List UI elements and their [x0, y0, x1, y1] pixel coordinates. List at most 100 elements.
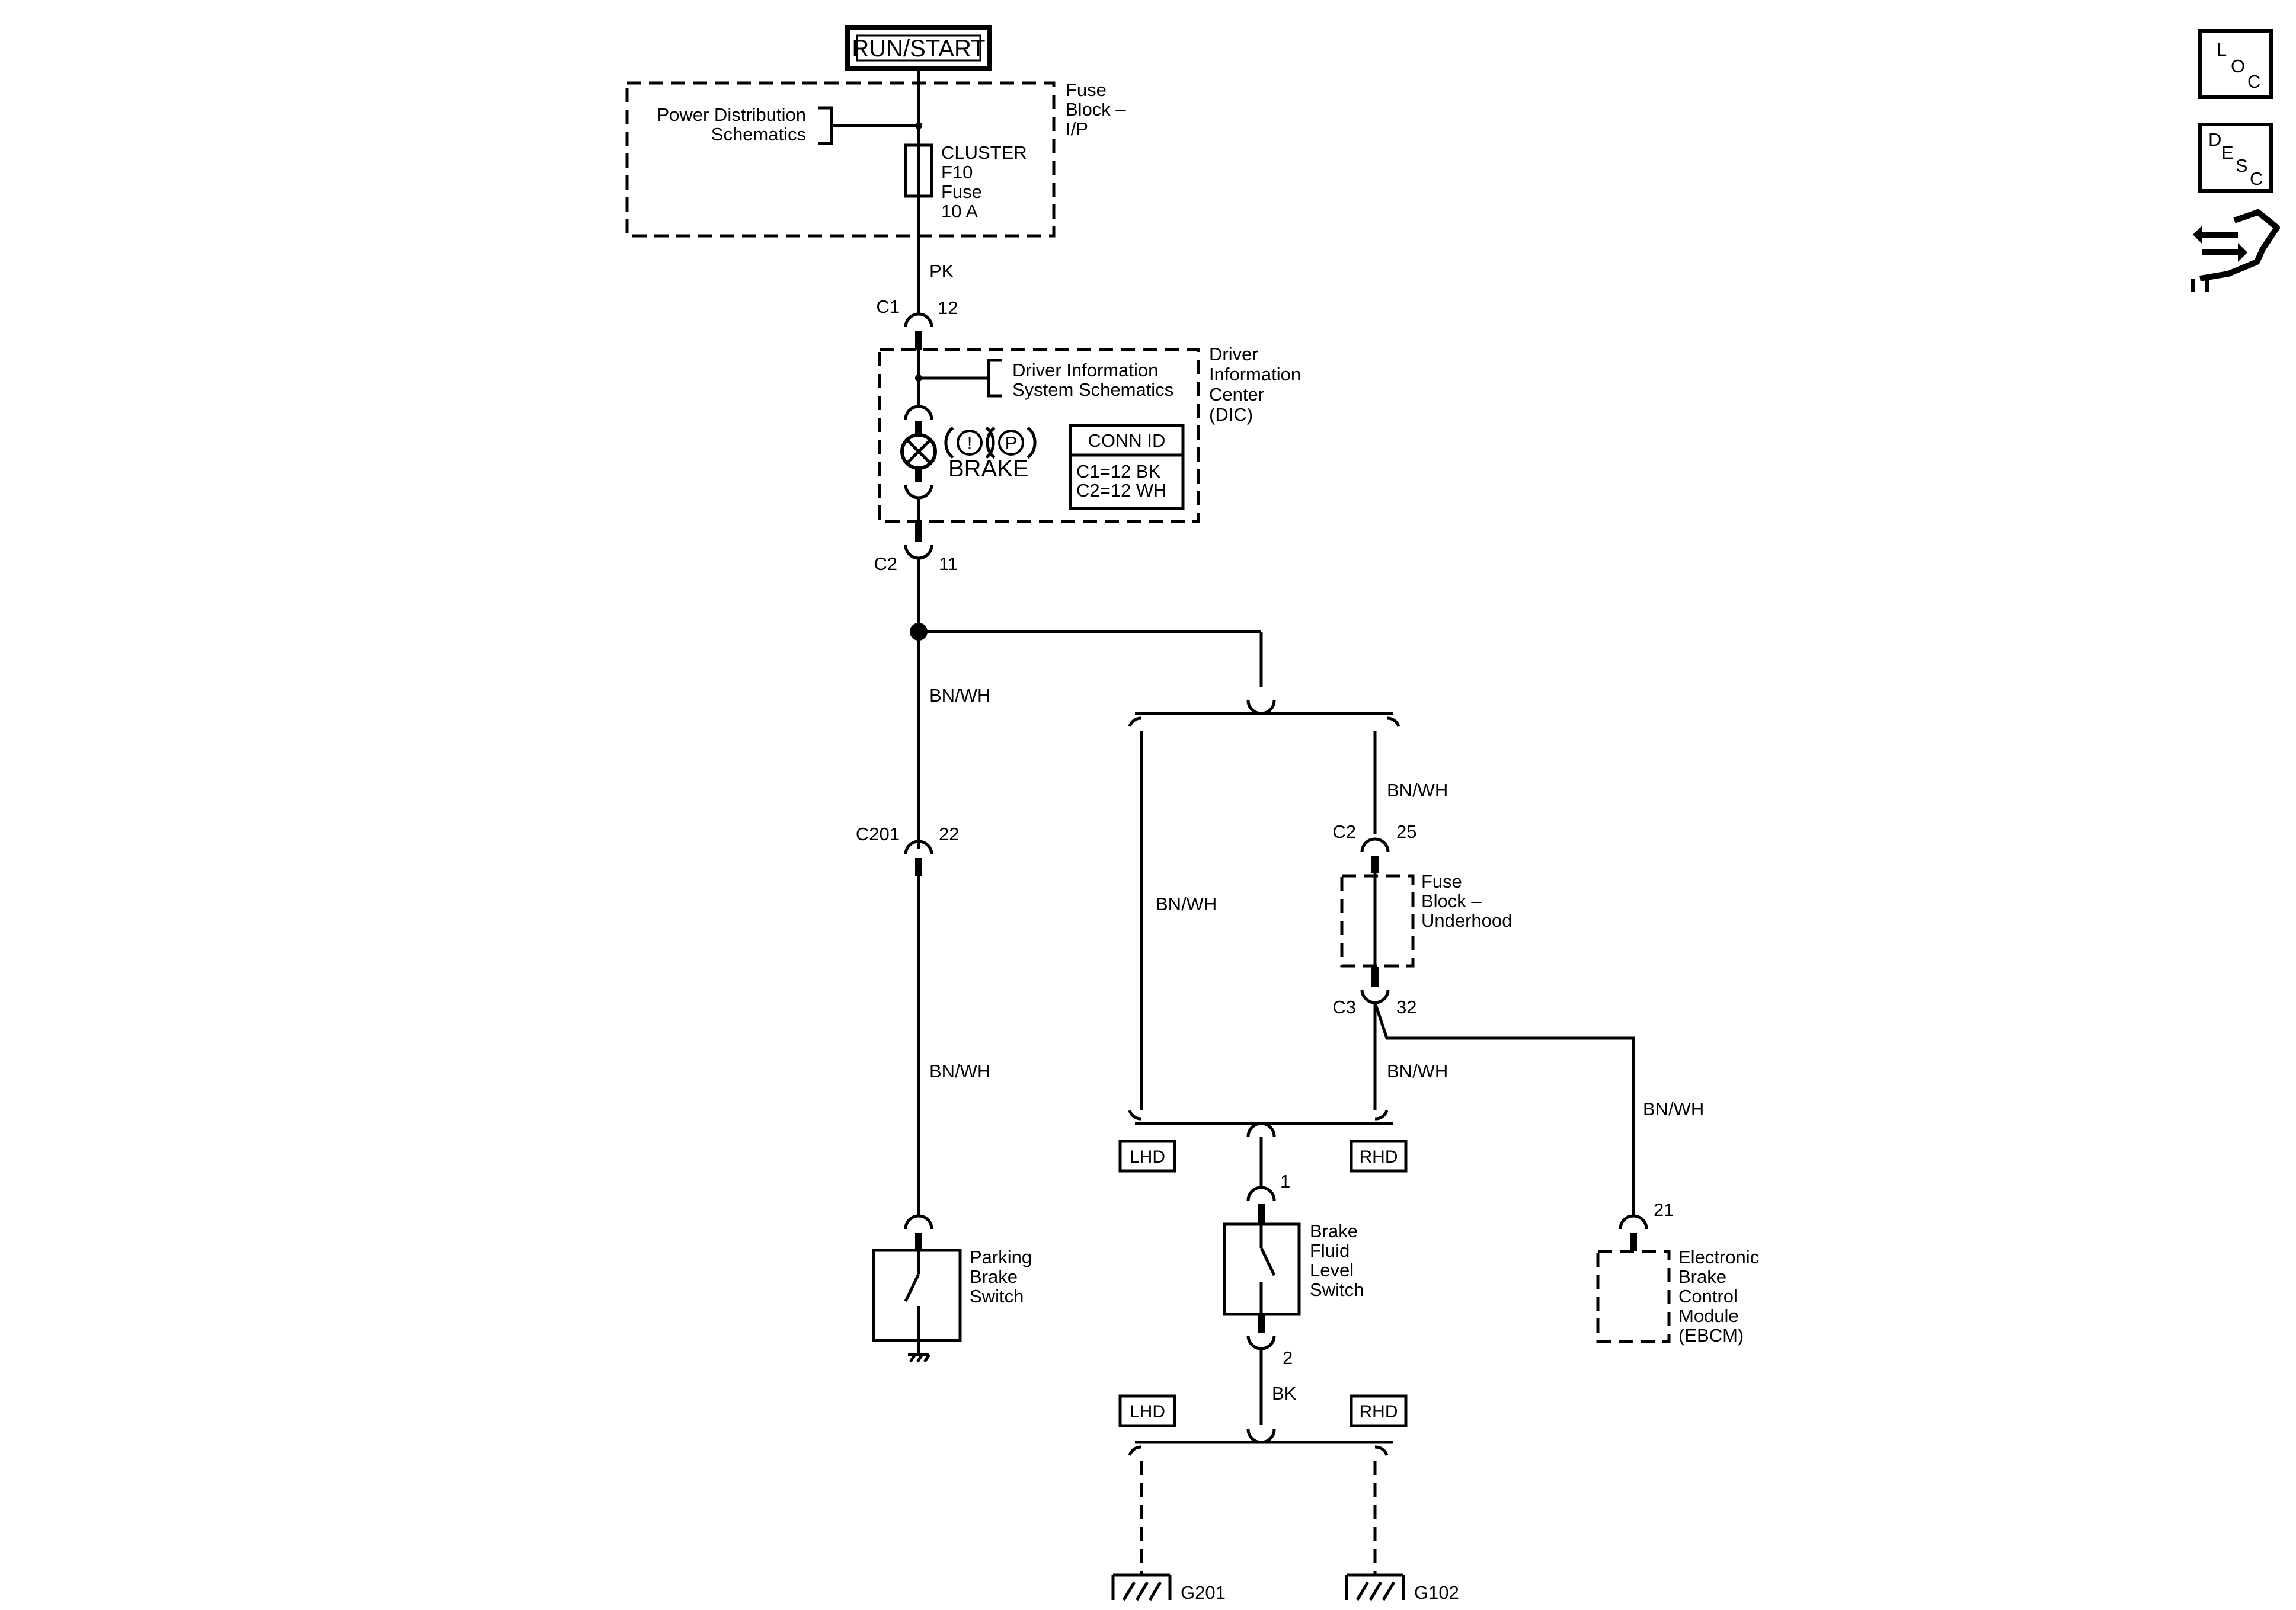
option-rhd-badge-lower — [1350, 1394, 1408, 1427]
option-split-top — [1246, 700, 1276, 715]
ebcm-label-line-2: Brake — [1678, 1266, 1726, 1287]
parking-brake-icon: P — [986, 426, 1037, 459]
dic-label-line-3: Center — [1209, 384, 1264, 405]
connector-c2-fuse-name: C2 — [1332, 821, 1356, 842]
connector-c3-name: C3 — [1332, 997, 1356, 1017]
option-split-lower — [1246, 1429, 1276, 1444]
wire-lhd-branch-label: BN/WH — [1156, 894, 1217, 914]
parking-brake-label-line-1: Parking — [970, 1247, 1032, 1267]
option-rhd-badge-upper — [1350, 1140, 1408, 1173]
ground-rhd-hook — [1374, 1445, 1389, 1456]
option-rhd-label-lower: RHD — [1360, 1402, 1398, 1422]
dic-label-line-4: (DIC) — [1209, 404, 1253, 425]
wire-pk-label: PK — [929, 261, 954, 281]
connector-c201-pin-label: 22 — [939, 824, 959, 844]
lamp-cross-2 — [907, 440, 930, 463]
conn-id-line-1: C1=12 BK — [1076, 461, 1161, 482]
wire-rhd-lower-label: BN/WH — [1387, 1061, 1448, 1081]
run-start-box[interactable]: RUN/START — [845, 25, 992, 71]
dic-ref-line-2[interactable]: System Schematics — [1012, 379, 1173, 400]
option-rhd-hook — [1386, 716, 1400, 727]
run-start-label: RUN/START — [852, 36, 985, 62]
fluid-switch-bottom-terminal — [1246, 1335, 1276, 1350]
ground-g102-label: G102 — [1414, 1582, 1459, 1603]
connector-c2-dic-pin: 11 — [939, 553, 958, 574]
power-distribution-ref-line-1[interactable]: Power Distribution — [657, 104, 806, 125]
ebcm-terminal — [1619, 1214, 1648, 1230]
connector-c201 — [904, 840, 933, 855]
wire-ground-label: BK — [1272, 1383, 1297, 1404]
option-lhd-badge-upper — [1118, 1140, 1176, 1173]
ebcm-label-line-5: (EBCM) — [1678, 1325, 1744, 1346]
option-lhd-label-lower: LHD — [1130, 1402, 1165, 1422]
lamp-top-terminal — [904, 405, 933, 420]
option-lhd-badge-lower — [1118, 1394, 1176, 1427]
fluid-switch-label-line-1: Brake — [1310, 1221, 1358, 1241]
connector-c2-fuse — [1360, 837, 1390, 853]
merge-rhd-hook — [1374, 1110, 1389, 1121]
fluid-switch-pin-1: 1 — [1280, 1171, 1290, 1192]
ground-g102-icon — [1345, 1573, 1405, 1601]
dic-label-line-2: Information — [1209, 364, 1301, 385]
dic-outline — [878, 348, 1200, 523]
case-ground-hatch-1 — [909, 1353, 917, 1363]
fuse-underhood-line-3: Underhood — [1421, 910, 1512, 931]
fuse-underhood-line-1: Fuse — [1421, 871, 1462, 892]
ground-g201-label: G201 — [1181, 1582, 1226, 1603]
ebcm-outline[interactable] — [1596, 1250, 1671, 1343]
parking-brake-label-line-3: Switch — [970, 1286, 1024, 1307]
parking-brake-terminal — [904, 1214, 933, 1230]
wire-rhd-upper-label: BN/WH — [1387, 780, 1448, 801]
fuse-label-line-2: F10 — [941, 162, 973, 183]
option-merge-joint — [1246, 1122, 1276, 1137]
connector-c201-name: C201 — [856, 824, 900, 844]
desc-letter-s: S — [2236, 155, 2248, 176]
desc-icon[interactable]: D E S C — [2198, 123, 2273, 193]
loc-icon[interactable]: L O C — [2198, 29, 2273, 99]
conn-id-title: CONN ID — [1088, 430, 1166, 451]
fuse-label-line-4: 10 A — [941, 201, 978, 222]
connector-c3 — [1360, 989, 1390, 1004]
ground-lhd-hook — [1128, 1445, 1142, 1456]
ebcm-label-line-4: Module — [1678, 1305, 1739, 1326]
fuse-label-line-3: Fuse — [941, 181, 982, 202]
brake-lamp-label: BRAKE — [948, 456, 1029, 482]
option-lhd-hook — [1128, 716, 1142, 727]
loc-letter-l: L — [2217, 39, 2227, 60]
fuse-label-line-1: CLUSTER — [941, 142, 1027, 163]
fluid-switch-blade — [1259, 1247, 1276, 1276]
loc-letter-c: C — [2247, 71, 2260, 92]
conn-id-line-2: C2=12 WH — [1076, 480, 1166, 501]
fuse-underhood-line-2: Block – — [1421, 891, 1482, 911]
loc-letter-o: O — [2231, 56, 2245, 76]
lamp-bottom-terminal — [904, 484, 933, 500]
ebcm-label-line-1: Electronic — [1678, 1247, 1759, 1267]
dic-ref-bracket — [987, 359, 1002, 398]
fuse-block-ip-outline — [625, 81, 1056, 238]
fuse-block-underhood-outline — [1340, 874, 1415, 968]
option-lhd-label-upper: LHD — [1130, 1147, 1165, 1167]
wrench-arrows-icon[interactable] — [2191, 209, 2280, 292]
merge-lhd-hook — [1128, 1110, 1142, 1121]
dic-label-line-1: Driver — [1209, 344, 1258, 364]
option-rhd-label-upper: RHD — [1360, 1147, 1398, 1167]
brake-symbol-exclaim: ! — [967, 433, 973, 453]
fluid-switch-label-line-2: Fluid — [1310, 1240, 1350, 1261]
ebcm-pin-label: 21 — [1654, 1199, 1674, 1220]
desc-letter-d: D — [2208, 129, 2221, 150]
case-ground-hatch-3 — [923, 1353, 931, 1363]
parking-brake-switch[interactable] — [872, 1249, 962, 1342]
wire-main-upper-label: BN/WH — [929, 685, 990, 706]
connector-c3-pin-label: 32 — [1396, 997, 1416, 1017]
brake-warning-icon: ! — [944, 426, 995, 459]
fuse-block-ip-line-1: Fuse — [1066, 79, 1107, 100]
connector-c2-dic-name: C2 — [874, 553, 897, 574]
connector-c1-pin-label: 12 — [938, 297, 958, 318]
fluid-switch-pin-2: 2 — [1283, 1347, 1293, 1368]
parking-brake-blade — [904, 1273, 920, 1302]
connector-c1-name: C1 — [876, 296, 900, 317]
dic-ref-line-1[interactable]: Driver Information — [1012, 360, 1158, 380]
power-distribution-ref-line-2[interactable]: Schematics — [711, 124, 806, 145]
desc-letter-e: E — [2221, 142, 2234, 163]
